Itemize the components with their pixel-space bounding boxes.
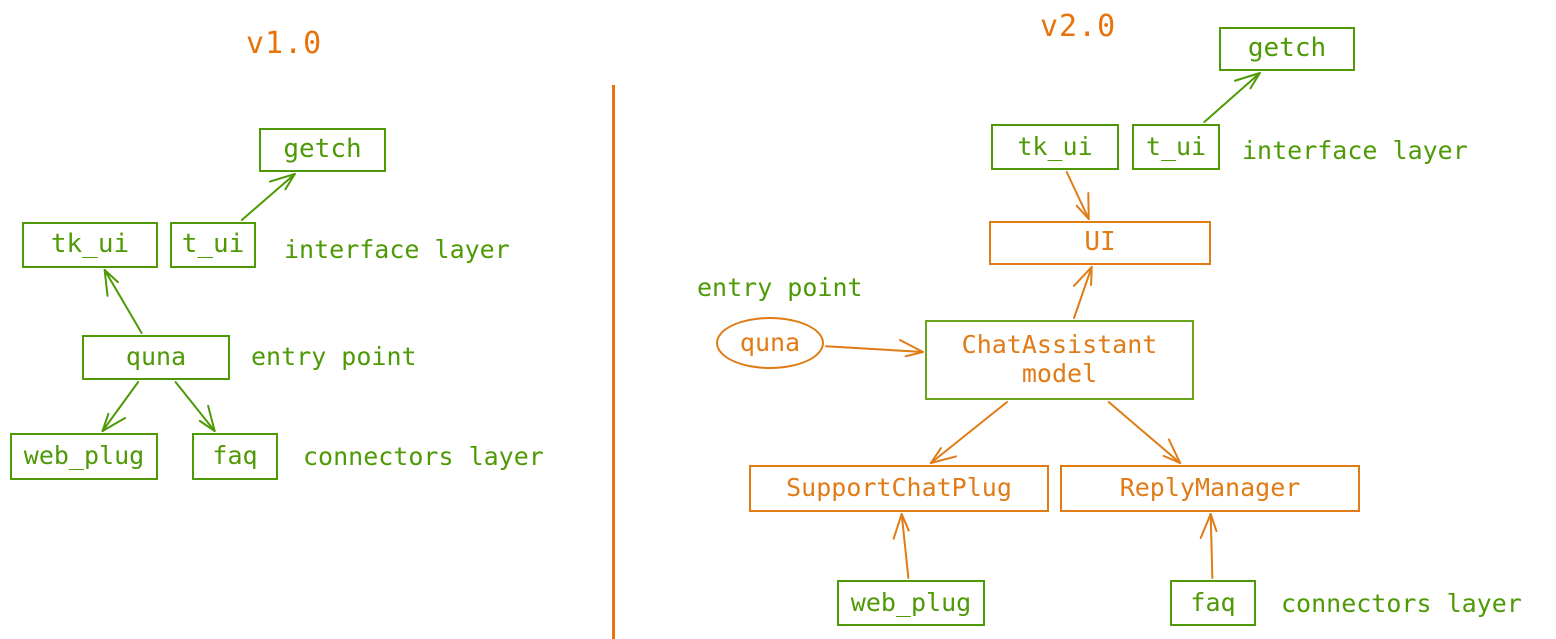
edge-v1-quna-to-faq <box>174 381 216 432</box>
node-v2-t_ui[interactable]: t_ui <box>1132 124 1220 170</box>
annotation-v2-entry-point: entry point <box>697 273 863 302</box>
node-v1-t_ui[interactable]: t_ui <box>170 222 256 268</box>
node-v2-ui[interactable]: UI <box>989 221 1211 265</box>
edge-v2-ChatAssistant-to-ReplyManager <box>1107 401 1182 464</box>
node-v2-web_plug[interactable]: web_plug <box>837 580 985 626</box>
annotation-v1-entry-point: entry point <box>251 342 417 371</box>
node-v2-replymanager[interactable]: ReplyManager <box>1060 465 1360 512</box>
node-v1-quna[interactable]: quna <box>82 335 230 380</box>
edge-v2-faq-to-ReplyManager <box>1199 513 1218 579</box>
panel-divider <box>612 85 615 639</box>
annotation-v1-interface-layer: interface layer <box>284 235 510 264</box>
node-v1-web_plug[interactable]: web_plug <box>10 433 158 480</box>
edge-v2-web_plug-to-SupportChatPlug <box>892 513 910 579</box>
annotation-v2-connectors-layer: connectors layer <box>1281 589 1522 618</box>
node-v1-getch[interactable]: getch <box>259 128 386 172</box>
node-v1-faq[interactable]: faq <box>192 433 278 480</box>
node-v2-quna[interactable]: quna <box>716 317 824 369</box>
node-v2-getch[interactable]: getch <box>1219 27 1355 71</box>
node-v2-chatassistant[interactable]: ChatAssistant model <box>925 320 1194 400</box>
edge-v1-quna-to-web_plug <box>101 381 140 432</box>
edge-v2-t_ui-to-getch <box>1203 72 1261 123</box>
diagram-title-v1: v1.0 <box>246 26 323 61</box>
node-v2-supportchatplug[interactable]: SupportChatPlug <box>749 465 1049 512</box>
edge-v1-quna-to-tk_ui <box>103 269 143 334</box>
edge-v2-tk_ui-to-UI <box>1065 171 1090 220</box>
node-v2-tk_ui[interactable]: tk_ui <box>991 124 1119 170</box>
node-v1-tk_ui[interactable]: tk_ui <box>22 222 158 268</box>
edge-v1-t_ui-to-getch <box>240 173 296 221</box>
edge-v2-ChatAssistant-to-SupportChatPlug <box>929 401 1009 464</box>
annotation-v2-interface-layer: interface layer <box>1242 136 1468 165</box>
edge-v2-ChatAssistant-to-UI <box>1072 266 1093 319</box>
annotation-v1-connectors-layer: connectors layer <box>303 442 544 471</box>
edge-v2-quna-to-ChatAssistant <box>825 339 924 358</box>
node-v2-faq[interactable]: faq <box>1170 580 1256 626</box>
diagram-title-v2: v2.0 <box>1040 9 1117 44</box>
